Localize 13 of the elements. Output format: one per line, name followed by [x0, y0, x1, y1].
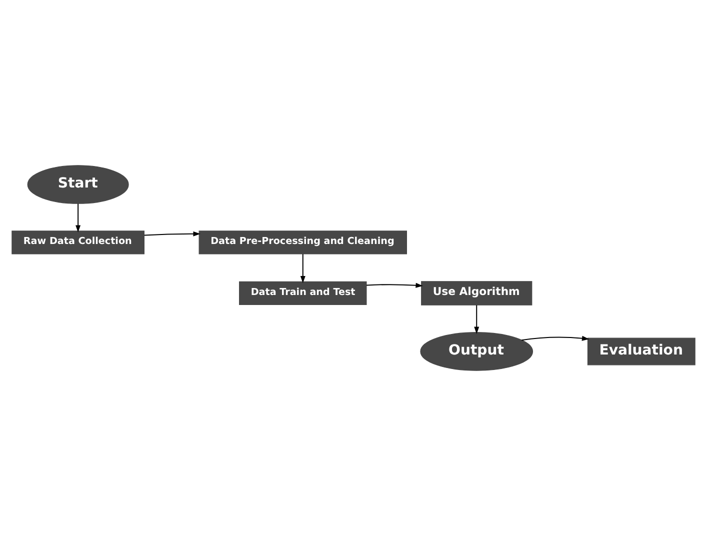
arrow — [144, 231, 200, 236]
arrow — [474, 305, 480, 334]
node-box: Data Pre-Processing and Cleaning — [198, 230, 407, 254]
node-box: Evaluation — [587, 338, 696, 366]
node-ellipse: Output — [420, 332, 534, 371]
node-box: Use Algorithm — [421, 281, 532, 306]
node-ellipse: Start — [27, 165, 129, 204]
node-box: Raw Data Collection — [12, 230, 144, 254]
arrow — [366, 282, 423, 288]
arrow — [522, 336, 590, 341]
arrow — [76, 204, 81, 232]
node-box: Data Train and Test — [239, 281, 367, 306]
arrow — [300, 254, 306, 284]
